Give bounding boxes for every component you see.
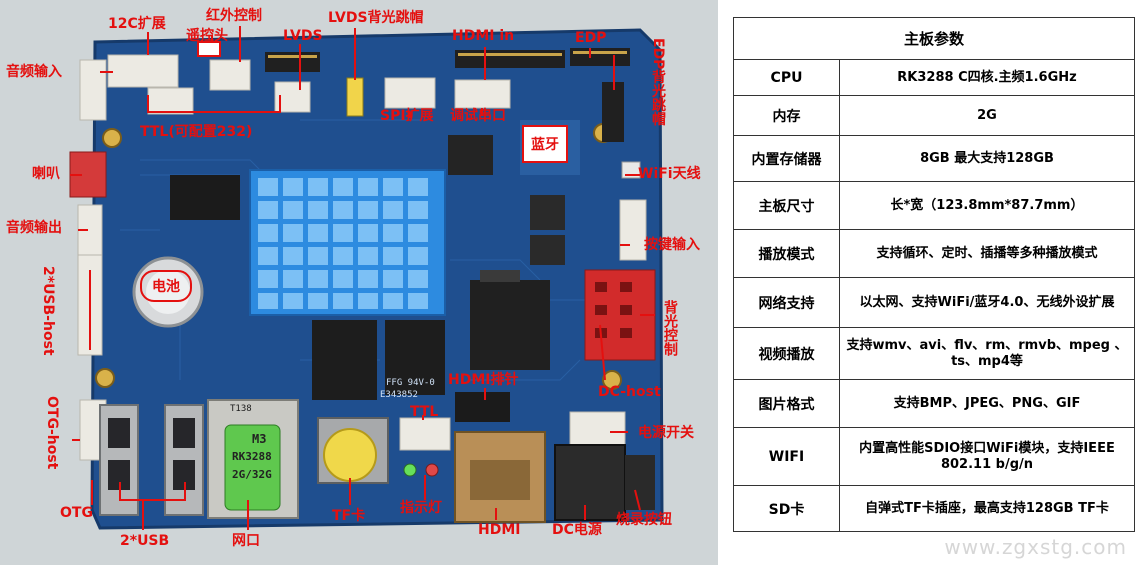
label-key-input: 按键输入 [644,237,700,253]
spec-value: 自弹式TF卡插座，最高支持128GB TF卡 [839,485,1135,532]
spec-key: 主板尺寸 [733,181,840,230]
label-indicator: 指示灯 [400,500,442,516]
label-power-switch: 电源开关 [638,425,694,441]
spec-key: SD卡 [733,485,840,532]
module-line-3: 2G/32G [232,468,272,481]
spec-value: 支持wmv、avi、flv、rm、rmvb、mpeg 、ts、mp4等 [839,327,1135,380]
label-otg: OTG [60,505,93,521]
rj45-label: T138 [230,404,252,414]
spec-row: 网络支持 以太网、支持WiFi/蓝牙4.0、无线外设扩展 [733,277,1135,328]
battery-callout: 电池 [140,270,192,302]
spec-row: 播放模式 支持循环、定时、插播等多种播放模式 [733,229,1135,278]
spec-row: 内置存储器 8GB 最大支持128GB [733,135,1135,182]
label-usb-2: 2*USB [120,533,170,549]
spec-row: 主板尺寸 长*宽（123.8mm*87.7mm） [733,181,1135,230]
label-usb-host-2: 2*USB-host [40,266,56,356]
label-otg-host: OTG-host [44,396,60,470]
spec-row: CPU RK3288 C四核.主频1.6GHz [733,59,1135,96]
label-audio-out: 音频输出 [6,220,62,236]
label-ttl-2: TTL [410,404,439,420]
spec-title-row: 主板参数 [733,17,1135,60]
label-dc-host: DC-host [598,384,661,400]
label-audio-in: 音频输入 [6,64,62,80]
spec-row: WIFI 内置高性能SDIO接口WiFi模块，支持IEEE 802.11 b/g… [733,427,1135,486]
watermark: www.zgxstg.com [944,535,1127,559]
label-spi: SPI扩展 [380,108,434,124]
board-illustration [69,26,664,530]
spec-row: SD卡 自弹式TF卡插座，最高支持128GB TF卡 [733,485,1135,532]
label-remote: 遥控头 [186,28,228,44]
spec-key: CPU [733,59,840,96]
spec-value: 支持BMP、JPEG、PNG、GIF [839,379,1135,428]
spec-value: 8GB 最大支持128GB [839,135,1135,182]
spec-row: 视频播放 支持wmv、avi、flv、rm、rmvb、mpeg 、ts、mp4等 [733,327,1135,380]
label-ttl: TTL(可配置232) [140,124,253,140]
spec-key: 播放模式 [733,229,840,278]
label-debug: 调试串口 [450,108,506,124]
label-edp: EDP [575,30,607,46]
module-line-2: RK3288 [232,450,272,463]
label-speaker: 喇叭 [32,166,60,182]
label-bluetooth: 蓝牙 [531,137,559,153]
label-ethernet: 网口 [232,533,260,549]
board-photo: M3 RK3288 2G/32G T138 FFG 94V-0 E343852 … [0,0,718,565]
spec-key: 图片格式 [733,379,840,428]
label-hdmi: HDMI [478,522,521,538]
label-hdmi-in: HDMI in [452,28,515,44]
spec-value: 长*宽（123.8mm*87.7mm） [839,181,1135,230]
label-wifi-antenna: WiFi天线 [638,166,701,182]
label-backlight-ctrl: 背光控制 [662,300,678,356]
label-lvds: LVDS [283,28,323,44]
spec-row: 内存 2G [733,95,1135,136]
label-burn-button: 烧录按钮 [616,512,672,528]
bluetooth-callout: 蓝牙 [522,125,568,163]
spec-title: 主板参数 [733,17,1135,60]
spec-key: WIFI [733,427,840,486]
label-edp-backlight: EDP背光跳帽 [650,38,666,126]
label-dc-power: DC电源 [552,522,602,538]
spec-key: 网络支持 [733,277,840,328]
board-code: E343852 [380,390,418,400]
spec-value: 内置高性能SDIO接口WiFi模块，支持IEEE 802.11 b/g/n [839,427,1135,486]
module-line-1: M3 [252,432,267,446]
spec-key: 视频播放 [733,327,840,380]
label-hdmi-header: HDMI排针 [448,372,519,388]
spec-table: 主板参数 CPU RK3288 C四核.主频1.6GHz 内存 2G 内置存储器… [733,17,1135,532]
spec-key: 内置存储器 [733,135,840,182]
spec-value: 支持循环、定时、插播等多种播放模式 [839,229,1135,278]
label-tf: TF卡 [332,508,366,524]
label-ir: 红外控制 [206,8,262,24]
spec-value: 2G [839,95,1135,136]
spec-key: 内存 [733,95,840,136]
label-battery: 电池 [152,279,180,295]
spec-value: RK3288 C四核.主频1.6GHz [839,59,1135,96]
label-i2c: 12C扩展 [108,16,166,32]
spec-value: 以太网、支持WiFi/蓝牙4.0、无线外设扩展 [839,277,1135,328]
spec-row: 图片格式 支持BMP、JPEG、PNG、GIF [733,379,1135,428]
mem-label: FFG 94V-0 [386,378,435,388]
label-lvds-backlight: LVDS背光跳帽 [328,10,424,26]
